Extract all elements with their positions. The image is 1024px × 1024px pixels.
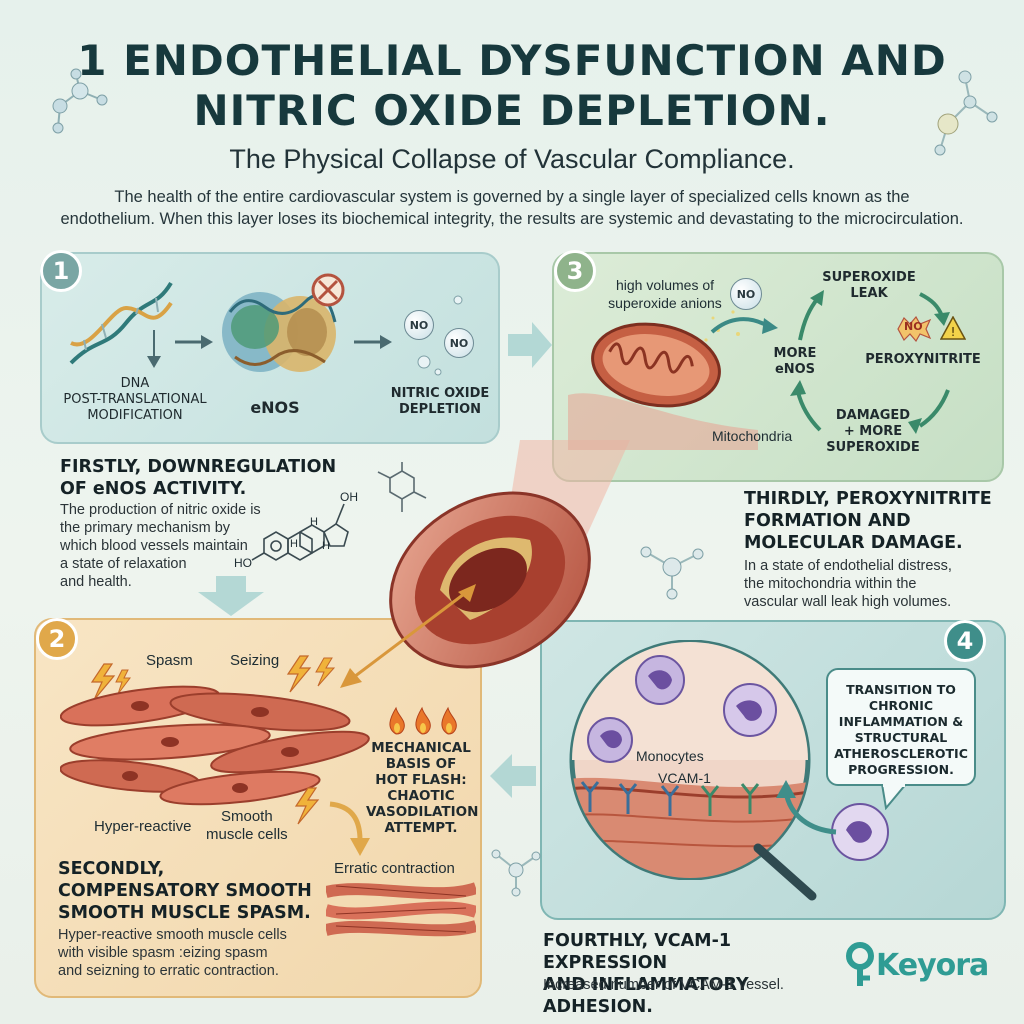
molecule-decoration-left-icon <box>52 68 108 134</box>
intro-line-2: endothelium. When this layer loses its b… <box>60 210 964 228</box>
panel-1-body: The production of nitric oxide is the pr… <box>60 502 261 590</box>
enos-label: eNOS <box>250 398 300 417</box>
callout-tail-icon <box>880 784 908 810</box>
page-subtitle: The Physical Collapse of Vascular Compli… <box>229 144 795 174</box>
small-bubbles-icon <box>417 295 463 376</box>
lightning-icon-3 <box>294 787 320 825</box>
svg-text:!: ! <box>951 325 956 339</box>
leak-arrow-icon <box>710 317 778 334</box>
erratic-contraction-label: Erratic contraction <box>334 860 455 877</box>
molecule-oh-label: OH <box>340 490 358 504</box>
mechanical-basis-label: MECHANICAL BASIS OF HOT FLASH: CHAOTIC V… <box>366 740 479 836</box>
mitochondria-label: Mitochondria <box>712 428 793 444</box>
no-depletion-label: NITRIC OXIDE DEPLETION <box>390 386 490 417</box>
enos-protein-icon <box>222 292 337 372</box>
damaged-superoxide-label: DAMAGED + MORE SUPEROXIDE <box>826 408 920 455</box>
panel-1-heading: FIRSTLY, DOWNREGULATION OF eNOS ACTIVITY… <box>60 457 337 499</box>
vcam-receptors-icon <box>580 781 760 816</box>
magnifier-icon <box>753 843 817 901</box>
molecule-h-label-3: H <box>322 540 330 552</box>
curved-arrow-panel4-icon <box>776 780 837 835</box>
vcam-label: VCAM-1 <box>658 770 711 786</box>
superoxide-anions-label: high volumes of superoxide anions <box>608 277 722 311</box>
down-arrow-icon <box>147 330 161 368</box>
cycle-arrows-icon <box>790 290 950 434</box>
artery-to-panel2-arrow-icon <box>340 584 476 688</box>
right-arrow-icon <box>175 335 213 349</box>
dna-modification-label: DNA POST-TRANSLATIONAL MODIFICATION <box>63 376 207 423</box>
panel-3-heading: THIRDLY, PEROXYNITRITE FORMATION AND MOL… <box>744 489 992 553</box>
smooth-muscle-label: Smooth muscle cells <box>206 808 288 843</box>
panel-3-number-badge: 3 <box>554 250 596 292</box>
title-line-1: 1 ENDOTHELIAL DYSFUNCTION AND <box>77 36 947 85</box>
mitochondria-illustration <box>568 310 758 450</box>
lightning-icon-2 <box>286 655 336 693</box>
page-title: 1 ENDOTHELIAL DYSFUNCTION AND NITRIC OXI… <box>40 36 984 136</box>
spasm-label: Spasm <box>146 652 193 669</box>
superoxide-leak-label: SUPEROXIDE LEAK <box>822 270 916 301</box>
panel-2-heading: SECONDLY, COMPENSATORY SMOOTH SMOOTH MUS… <box>58 859 312 923</box>
hazard-icon: ! <box>940 316 966 340</box>
panel-4-body: Increased number of VCAM-1 vessel. <box>543 977 784 993</box>
panel-4-heading: FOURTHLY, VCAM-1 EXPRESSION AND INFLAMMA… <box>543 931 749 1017</box>
panel-4-number-badge: 4 <box>944 620 986 662</box>
flow-arrow-4-to-2-icon <box>490 754 536 798</box>
no-molecule-bubble-2: NO <box>444 328 474 358</box>
molecule-decoration-bottom-icon <box>491 849 541 897</box>
flow-arrow-1-to-3-icon <box>508 322 552 368</box>
erratic-contraction-illustration <box>326 882 476 937</box>
smooth-muscle-cells-illustration <box>60 685 370 806</box>
molecule-h-label-1: H <box>310 516 318 528</box>
no-warning-burst-icon <box>897 316 932 342</box>
more-enos-label: MORE eNOS <box>773 346 817 377</box>
seizing-label: Seizing <box>230 652 280 669</box>
artery-cross-section-illustration <box>389 440 630 669</box>
panel-2-body: Hyper-reactive smooth muscle cells with … <box>58 927 287 979</box>
molecule-ho-label: HO <box>234 556 252 570</box>
flame-icon <box>389 706 457 735</box>
intro-text: The health of the entire cardiovascular … <box>50 186 974 230</box>
lightning-icon <box>90 663 131 701</box>
no-symbol-icon <box>311 273 345 307</box>
chronic-inflammation-callout: TRANSITION TO CHRONIC INFLAMMATION & STR… <box>826 668 976 786</box>
intro-line-1: The health of the entire cardiovascular … <box>114 188 910 206</box>
steroid-molecule-icon <box>251 503 349 561</box>
title-line-2: NITRIC OXIDE DEPLETION. <box>193 86 831 135</box>
molecule-decoration-mid-icon <box>640 546 704 600</box>
monocytes-label: Monocytes <box>636 748 704 764</box>
peroxynitrite-label: PEROXYNITRITE <box>865 352 981 367</box>
flow-arrow-1-to-2-icon <box>198 576 264 616</box>
keyora-logo-icon <box>846 942 874 986</box>
panel-3-no-bubble: NO <box>730 278 762 310</box>
monocyte-cell-icon <box>831 803 889 861</box>
molecule-decoration-right-icon <box>934 70 998 156</box>
curved-arrow-icon <box>329 801 370 856</box>
no-molecule-bubble-1: NO <box>404 310 434 340</box>
hyper-reactive-label: Hyper-reactive <box>94 818 192 835</box>
molecule-h-label-2: H <box>290 538 298 550</box>
dna-helix-icon <box>69 281 173 365</box>
right-arrow-2-icon <box>354 335 392 349</box>
hexagon-molecule-icon <box>377 462 427 512</box>
no-warning-label: NO <box>904 320 923 333</box>
vessel-magnified-illustration <box>569 640 811 880</box>
panel-1-number-badge: 1 <box>40 250 82 292</box>
panel-2-number-badge: 2 <box>36 618 78 660</box>
keyora-logo-text: Keyora <box>876 948 989 983</box>
panel-3-body: In a state of endothelial distress, the … <box>744 558 952 610</box>
